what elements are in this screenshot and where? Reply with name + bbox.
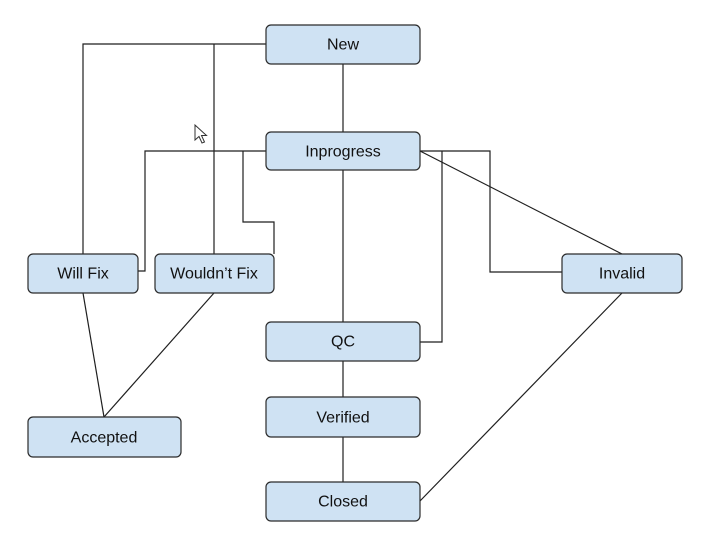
node-closed[interactable]: Closed (265, 481, 421, 522)
node-will-fix-label: Will Fix (57, 266, 109, 283)
node-qc-label: QC (331, 334, 355, 351)
node-invalid-label: Invalid (599, 266, 645, 283)
connector-new-will-fix (82, 43, 266, 254)
connector-inprogress-wouldnt-fix (242, 151, 275, 254)
connector-inprogress-invalid-diagonal (419, 150, 623, 255)
connector-wouldnt-fix-accepted (103, 292, 215, 418)
node-verified[interactable]: Verified (265, 396, 421, 438)
node-inprogress-label: Inprogress (305, 144, 381, 161)
connector-inprogress-invalid-elbow (420, 150, 562, 273)
node-closed-label: Closed (318, 494, 368, 511)
node-wouldnt-fix-label: Wouldn’t Fix (170, 266, 258, 283)
connectors (82, 43, 623, 502)
mouse-pointer-icon (194, 123, 208, 144)
node-accepted-label: Accepted (71, 430, 138, 447)
node-new-label: New (327, 37, 359, 54)
connector-will-fix-accepted (82, 292, 105, 418)
connector-closed-invalid (419, 292, 623, 502)
node-accepted[interactable]: Accepted (27, 416, 182, 458)
node-wouldnt-fix[interactable]: Wouldn’t Fix (154, 253, 275, 294)
connector-qc-inprogress (420, 151, 443, 343)
node-will-fix[interactable]: Will Fix (27, 253, 139, 294)
node-qc[interactable]: QC (265, 321, 421, 362)
node-invalid[interactable]: Invalid (561, 253, 683, 294)
node-inprogress[interactable]: Inprogress (265, 131, 421, 171)
node-verified-label: Verified (316, 410, 369, 427)
connector-inprogress-will-fix (138, 150, 266, 272)
node-new[interactable]: New (265, 24, 421, 65)
